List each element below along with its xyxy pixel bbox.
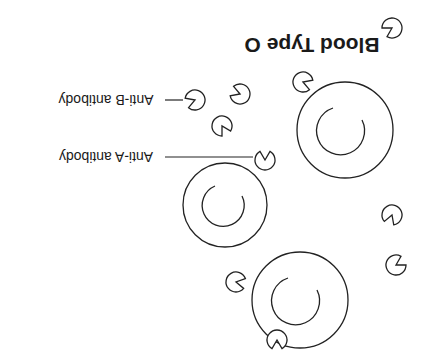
red-blood-cell xyxy=(297,82,393,178)
antibody xyxy=(380,14,406,41)
cell-center xyxy=(272,278,320,325)
antibody-label: Anti-B antibody xyxy=(59,92,154,108)
cell-center xyxy=(317,108,365,155)
antibody xyxy=(255,151,275,170)
cell-center xyxy=(202,186,244,226)
antibody-label: Anti-A antibody xyxy=(59,149,153,165)
antibody xyxy=(290,69,314,94)
antibody xyxy=(380,202,405,226)
antibody xyxy=(208,112,235,138)
antibody xyxy=(224,270,246,293)
antibody xyxy=(228,82,252,107)
red-blood-cell xyxy=(252,252,348,348)
antibody xyxy=(183,87,207,112)
leader-line xyxy=(165,156,253,157)
leader-line xyxy=(165,99,183,100)
diagram-title: Blood Type O xyxy=(245,33,380,57)
red-blood-cell xyxy=(183,163,267,247)
antibody xyxy=(267,330,287,349)
antibody xyxy=(382,252,408,279)
